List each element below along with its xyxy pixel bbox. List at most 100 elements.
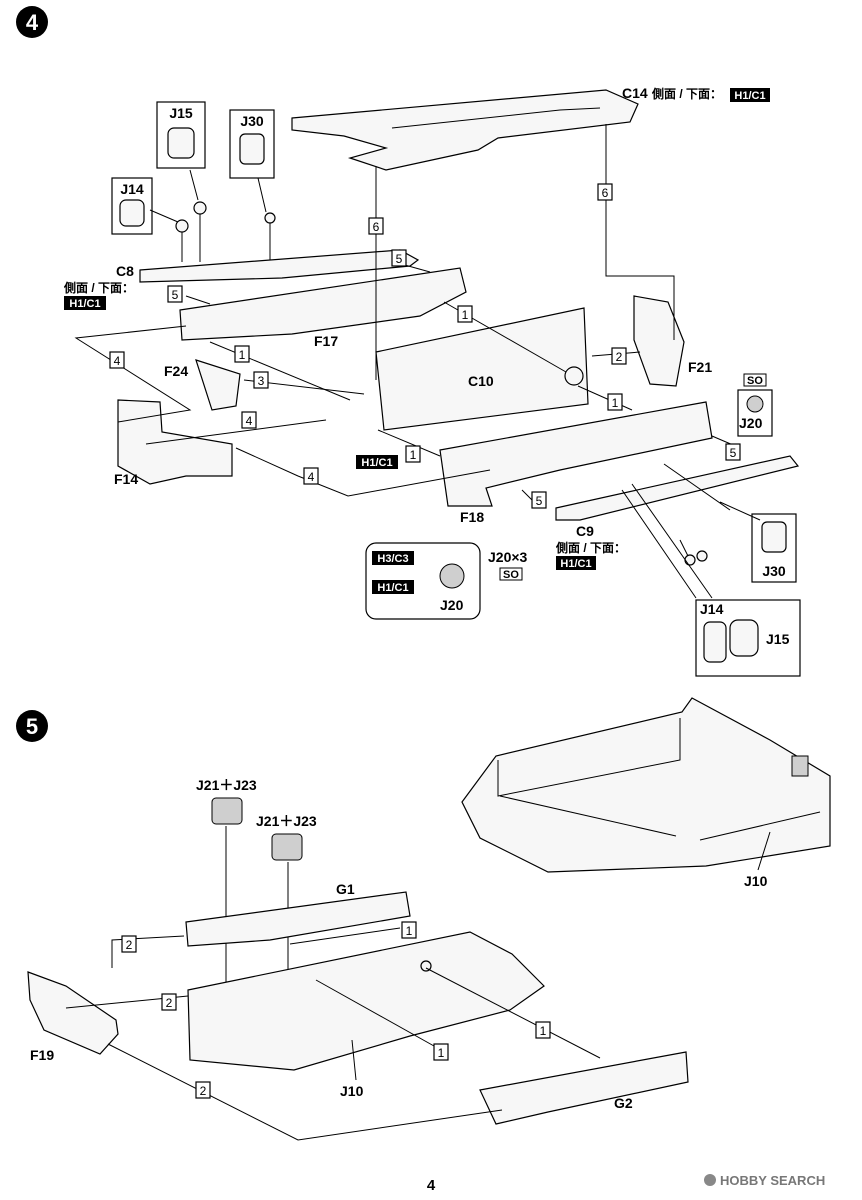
label-j14-top: J14 [120,181,144,197]
guide-4-b [145,419,327,445]
seq5-1-b: 1 [438,1046,445,1060]
seq5-1-a: 1 [406,924,413,938]
guide5-2-a [111,935,185,968]
label-j15-right: J15 [766,631,790,647]
seq5-1-c: 1 [540,1024,547,1038]
seq5-2-a: 2 [126,938,133,952]
label-f19: F19 [30,1047,54,1063]
seq-2: 2 [616,350,623,364]
label-f18: F18 [460,509,484,525]
color-tag-h3c3 [372,551,414,565]
part-f21 [633,295,685,387]
color-c8: H1/C1 [69,298,100,310]
step-5-number: 5 [26,714,38,739]
label-f17: F17 [314,333,338,349]
j10-leader-top [757,831,771,871]
j14-right-part [703,621,727,663]
seq-5-c: 5 [730,446,737,460]
color-c9: H1/C1 [560,558,591,570]
guide-4-c [235,447,491,497]
part-g1 [185,891,411,947]
seq-5-b: 5 [172,288,179,302]
color-tag-j20 [372,580,414,594]
color-mid: H1/C1 [361,457,392,469]
c14-slot [391,107,601,129]
seq-3: 3 [258,374,265,388]
assembled-j21 [791,755,809,777]
seq-4-b: 4 [246,414,253,428]
j30-part [264,212,276,224]
label-j14-right: J14 [700,601,724,617]
seq-6-left: 6 [373,220,380,234]
seq-1-c: 1 [612,396,619,410]
guide-1-d [577,385,633,411]
label-j30-right: J30 [762,563,786,579]
label-f14: F14 [114,471,138,487]
label-c9-side: 側面 / 下面： [555,540,626,555]
label-j10-bottom: J10 [340,1083,364,1099]
label-c9: C9 [576,523,594,539]
chassis-hole [420,960,432,972]
j20-detail-part [439,563,465,589]
seq-1-d: 1 [410,448,417,462]
assembled-chassis [461,697,831,873]
assembled-details [497,718,821,841]
part-f19 [27,971,119,1055]
lower-guides [621,463,761,599]
label-j10-top: J10 [744,873,768,889]
seq-boxes-step4: 6 6 5 5 1 1 2 4 3 1 4 1 5 4 5 [109,183,741,509]
part-f18-frame [439,401,713,507]
j30-right-part [761,521,787,553]
j15-detail-part [167,127,195,159]
label-f24: F24 [164,363,188,379]
color-tag-c14 [730,88,770,102]
label-c14-side: 側面 / 下面： [651,86,722,101]
guide-1-a [209,341,351,401]
part-c10 [375,307,589,431]
label-f21: F21 [688,359,712,375]
part-f24 [195,359,241,411]
guide-4-a [74,325,192,423]
guide-5-b [185,295,211,305]
step-4: 4 C14 側面 / 下面： H1/C1 J15 J30 J14 C8 側面 /… [16,6,801,677]
label-j20x3: J20×3 [488,549,528,565]
step-4-number: 4 [26,10,39,35]
j15-small [696,550,708,562]
part-c14 [291,89,639,171]
seq-1-a: 1 [462,308,469,322]
seq-boxes-step5: 1 2 2 1 1 2 [121,921,551,1099]
j14-detail-part [119,199,145,227]
color-tag-mid [356,455,398,469]
label-c8-side: 側面 / 下面： [63,280,134,295]
seq-5-a: 5 [396,252,403,266]
label-j20-bubble: J20 [440,597,464,613]
so-right: SO [747,375,763,387]
label-j30-top: J30 [240,113,264,129]
guide-5-d [521,489,533,501]
watermark-text: HOBBY SEARCH [720,1173,825,1188]
label-c10: C10 [468,373,494,389]
label-c8: C8 [116,263,134,279]
label-c14: C14 [622,85,648,101]
seq-1-b: 1 [239,348,246,362]
guide5-1-b [315,979,435,1047]
page-number: 4 [427,1177,436,1194]
step-4-badge [16,6,48,38]
part-c9 [555,455,800,521]
watermark-logo [704,1174,716,1186]
guide5-1-c [425,967,601,1059]
seq-6-right: 6 [602,186,609,200]
seq-4-c: 4 [308,470,315,484]
watermark: HOBBY SEARCH [704,1173,825,1188]
j15-part [193,201,207,215]
j21-j23-a [211,797,243,825]
so-mid: SO [503,569,519,581]
seq5-2-b: 2 [166,996,173,1010]
j14-small [684,554,696,566]
guide-1-c [377,429,441,457]
label-g1: G1 [336,881,355,897]
color-tag-c8 [64,296,106,310]
j-arrows [149,169,271,262]
j10-leader-bottom [351,1039,357,1081]
label-j20-right: J20 [739,415,763,431]
